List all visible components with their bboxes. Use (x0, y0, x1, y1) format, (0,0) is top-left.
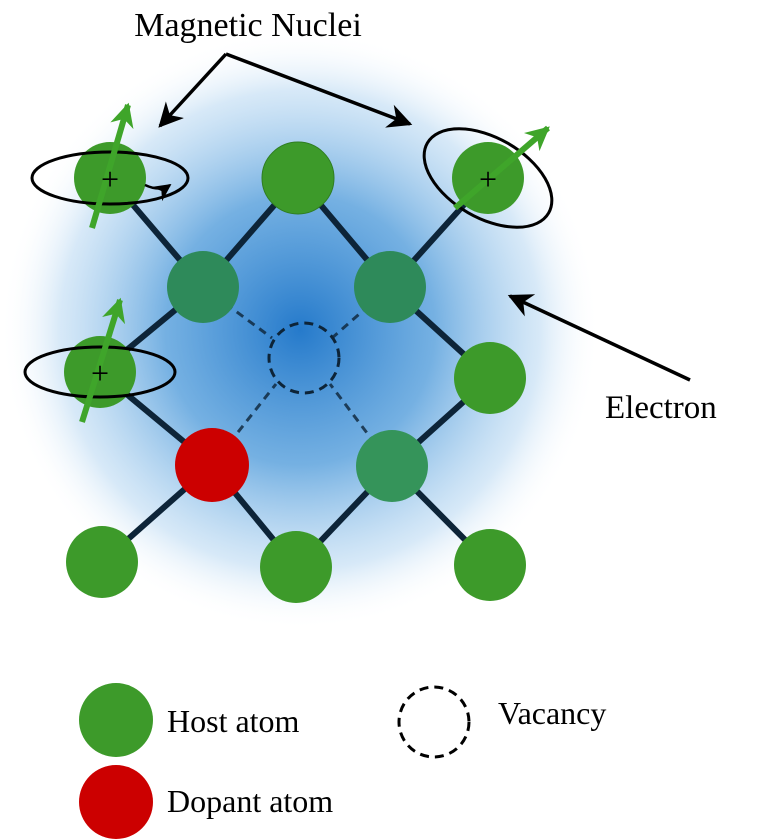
legend-host-atom-label: Host atom (167, 703, 300, 739)
legend: Host atom Dopant atom Vacancy (79, 683, 606, 839)
svg-text:+: + (101, 161, 119, 197)
host-atom (354, 251, 426, 323)
host-atoms (66, 141, 526, 603)
host-atom (66, 526, 138, 598)
electron-cloud (0, 30, 600, 630)
magnetic-nucleus: + (23, 297, 177, 423)
host-atom (261, 141, 335, 215)
host-atom (454, 342, 526, 414)
legend-vacancy-swatch (397, 685, 471, 759)
electron-label: Electron (605, 390, 717, 426)
legend-vacancy-label: Vacancy (498, 695, 606, 731)
legend-dopant-atom-swatch (79, 765, 153, 839)
legend-host-atom-swatch (79, 683, 153, 757)
vacancy (267, 321, 341, 395)
svg-text:+: + (479, 161, 497, 197)
host-atom (356, 430, 428, 502)
host-atom (260, 531, 332, 603)
magnetic-nuclei-label: Magnetic Nuclei (134, 7, 362, 44)
electron-arrow (507, 294, 691, 382)
host-atom (167, 251, 239, 323)
dopant-atom (175, 428, 249, 502)
legend-dopant-atom-label: Dopant atom (167, 783, 333, 819)
magnetic-nucleus: + (422, 125, 554, 229)
host-atom (454, 529, 526, 601)
magnetic-nucleus: + (30, 102, 190, 229)
magnetic-nuclei-arrows (158, 52, 413, 128)
svg-text:+: + (91, 355, 109, 391)
